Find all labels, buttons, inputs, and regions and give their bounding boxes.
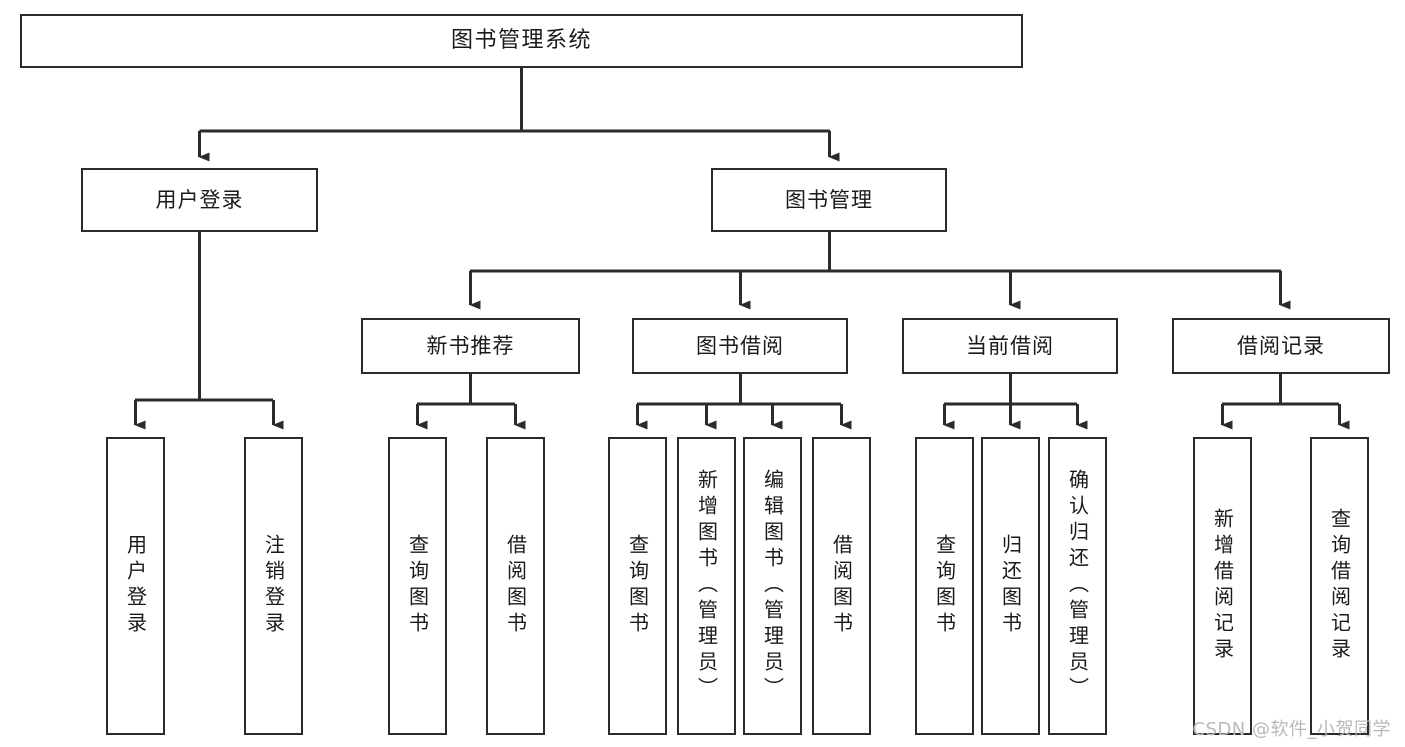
node-label: 注销登录 (261, 534, 286, 638)
node-label: 借阅图书 (829, 534, 854, 638)
leaf-logout[interactable]: 注销登录 (244, 437, 303, 735)
node-label: 查询图书 (932, 534, 957, 638)
leaf-borrow-book-recommend[interactable]: 借阅图书 (486, 437, 545, 735)
node-label: 确认归还（管理员） (1065, 469, 1090, 703)
node-new-book-recommendation[interactable]: 新书推荐 (361, 318, 580, 374)
node-label: 图书借阅 (696, 333, 784, 358)
watermark: CSDN @软件_小贺同学 (1192, 719, 1391, 740)
node-user-login[interactable]: 用户登录 (81, 168, 318, 232)
leaf-query-borrow-record[interactable]: 查询借阅记录 (1310, 437, 1369, 735)
leaf-user-login[interactable]: 用户登录 (106, 437, 165, 735)
node-root[interactable]: 图书管理系统 (20, 14, 1023, 68)
node-label: 新增借阅记录 (1210, 508, 1235, 664)
node-book-borrow[interactable]: 图书借阅 (632, 318, 848, 374)
node-label: 用户登录 (155, 187, 244, 212)
node-book-management[interactable]: 图书管理 (711, 168, 947, 232)
leaf-edit-book-admin[interactable]: 编辑图书（管理员） (743, 437, 802, 735)
leaf-confirm-return-admin[interactable]: 确认归还（管理员） (1048, 437, 1107, 735)
node-label: 图书管理系统 (450, 28, 592, 54)
node-label: 当前借阅 (966, 333, 1054, 358)
node-label: 查询借阅记录 (1327, 508, 1352, 664)
node-label: 借阅图书 (503, 534, 528, 638)
node-label: 用户登录 (123, 534, 148, 638)
leaf-add-book-admin[interactable]: 新增图书（管理员） (677, 437, 736, 735)
leaf-return-book[interactable]: 归还图书 (981, 437, 1040, 735)
node-borrow-records[interactable]: 借阅记录 (1172, 318, 1390, 374)
node-label: 归还图书 (998, 534, 1023, 638)
node-label: 借阅记录 (1237, 333, 1325, 358)
leaf-borrow-book[interactable]: 借阅图书 (812, 437, 871, 735)
leaf-query-book-current[interactable]: 查询图书 (915, 437, 974, 735)
node-current-borrow[interactable]: 当前借阅 (902, 318, 1118, 374)
node-label: 新增图书（管理员） (694, 469, 719, 703)
node-label: 查询图书 (625, 534, 650, 638)
leaf-query-book-borrow[interactable]: 查询图书 (608, 437, 667, 735)
node-label: 查询图书 (405, 534, 430, 638)
node-label: 新书推荐 (426, 333, 515, 358)
node-label: 编辑图书（管理员） (760, 469, 785, 703)
node-label: 图书管理 (785, 187, 873, 212)
leaf-query-book-recommend[interactable]: 查询图书 (388, 437, 447, 735)
leaf-add-borrow-record[interactable]: 新增借阅记录 (1193, 437, 1252, 735)
